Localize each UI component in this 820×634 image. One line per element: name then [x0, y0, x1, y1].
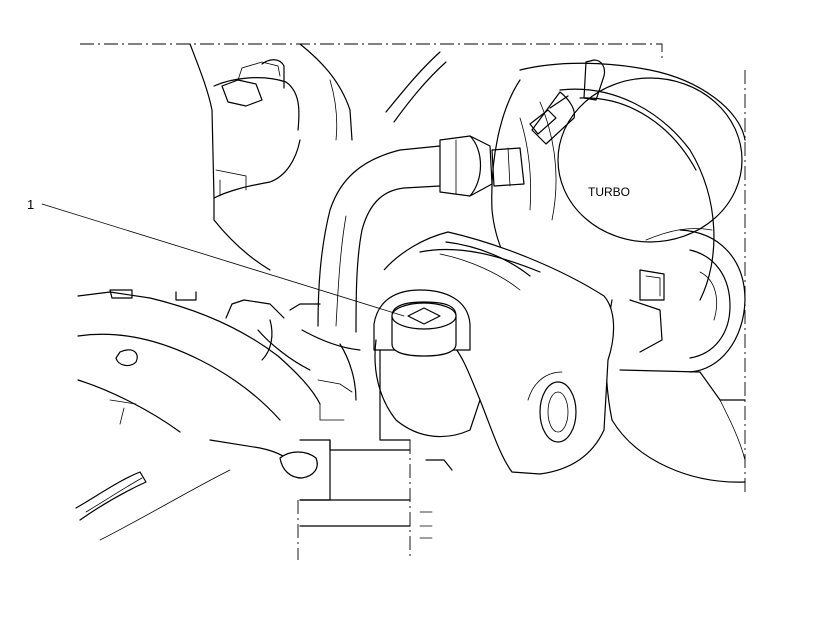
socket-head-bolt [373, 289, 481, 438]
callout-number-1: 1 [27, 197, 34, 212]
callout-leader-line-1 [41, 203, 405, 317]
oil-feed-tube [317, 51, 525, 333]
lower-bracket [75, 289, 453, 541]
turbo-label: TURBO [588, 185, 630, 199]
upper-housing [189, 43, 353, 271]
